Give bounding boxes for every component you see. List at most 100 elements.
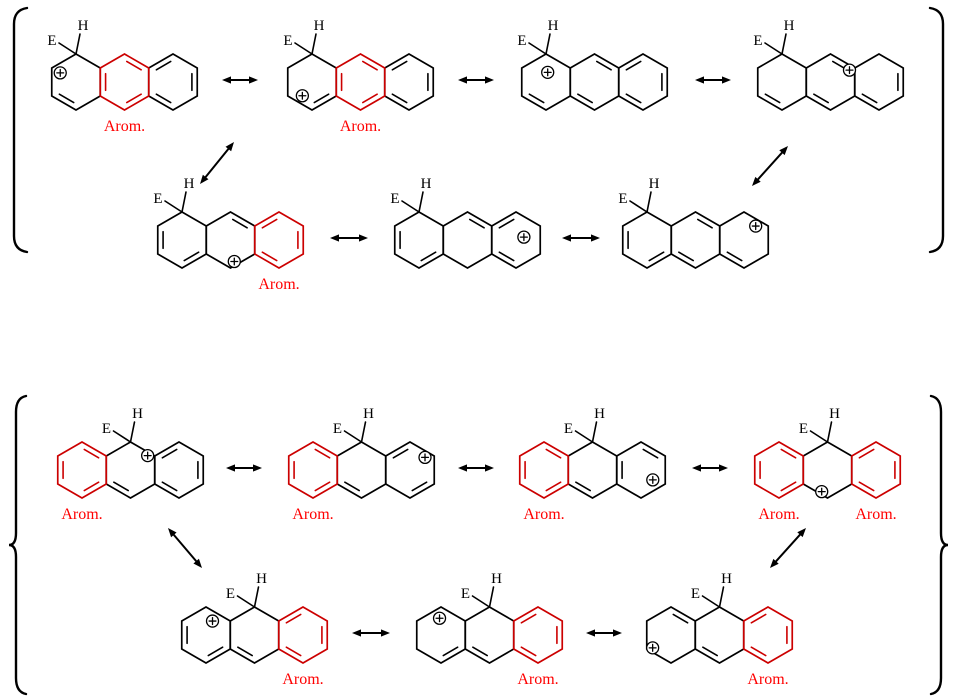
double-bond [625,93,642,104]
double-bond [861,93,878,104]
bond-to-electrophile [764,42,783,55]
arrowhead [249,76,258,84]
positive-charge-icon [541,65,555,79]
hydrogen-label: H [721,571,732,587]
positive-charge-icon [141,448,155,463]
arrowhead [613,629,622,637]
ring [156,211,208,269]
arrowhead [722,76,731,84]
hydrogen-label: H [649,176,660,192]
double-bond [261,251,278,262]
positive-charge-icon [646,641,660,655]
bond-to-electrophile [58,42,77,55]
resonance-arrow [695,76,731,84]
double-bond [595,60,612,71]
resonance-arrow [586,629,622,637]
double-bond [237,646,254,657]
resonance-structure: EH [753,18,905,111]
double-bond [520,613,537,624]
group-attack-at-c9: EHArom.EHArom.EHArom.EHArom.Arom.EHArom.… [8,394,949,696]
positive-charge-icon [432,611,447,625]
positive-charge-icon [295,89,310,103]
double-bond [545,481,562,492]
resonance-structure: EH [517,18,669,111]
arrow-shaft [172,533,198,563]
positive-charge-icon [517,230,531,244]
positive-charge-icon [418,450,432,465]
hydrogen-label: H [314,18,325,34]
ring [180,606,232,664]
double-bond [285,613,302,624]
arrow-shaft [204,147,230,179]
arrowhead [591,234,600,242]
double-bond [780,481,797,492]
resonance-structure: EH [390,176,542,269]
resonance-arrow [168,528,202,568]
aromatic-ring [277,606,329,664]
arom-label: Arom. [523,506,564,523]
bond-to-electrophile [343,430,363,443]
resonance-arrow [562,234,600,242]
bond-to-hydrogen [75,33,81,55]
arrowhead [253,464,262,472]
bond-to-electrophile [809,430,829,443]
double-bond [545,448,562,459]
double-bond [642,448,659,459]
arom-label: Arom. [292,506,333,523]
positive-charge-icon [646,473,660,487]
electrophile-label: E [153,191,162,207]
resonance-arrow [226,464,262,472]
resonance-arrow [752,146,788,186]
bond-to-hydrogen [488,586,495,608]
ring [569,53,620,111]
arrowhead [485,76,494,84]
positive-charge-icon [749,219,763,233]
electrophile-label: E [226,586,235,602]
ring [621,211,673,269]
double-bond [183,251,200,262]
bond-to-hydrogen [591,421,598,443]
curly-bracket-left [8,394,28,696]
ring [567,441,618,499]
arrowhead [381,629,390,637]
double-bond [472,646,489,657]
positive-charge-icon [53,66,67,80]
double-bond [83,448,100,459]
electrophile-label: E [333,421,342,437]
ring [520,53,572,111]
ring [147,53,199,111]
double-bond [625,60,642,71]
positive-charge-icon [205,614,220,628]
resonance-arrow [352,629,390,637]
arrowhead [752,176,761,186]
electrophile-label: E [47,33,56,49]
hydrogen-label: H [256,571,267,587]
arom-label: Arom. [855,506,896,523]
bond-to-electrophile [401,200,420,213]
ring [286,53,338,111]
ring [615,441,667,499]
bond-to-hydrogen [826,421,833,443]
ring [384,441,436,499]
electrophile-label: E [753,33,762,49]
arrowhead [352,629,361,637]
arrowhead [770,558,779,568]
arrowhead [719,464,728,472]
arrowhead [797,528,806,538]
positive-charge-icon [842,63,857,77]
aromatic-ring [253,211,305,269]
square-bracket-right [928,6,945,254]
bond-to-hydrogen [181,191,187,213]
square-bracket-left [12,6,29,254]
double-bond [161,481,178,492]
double-bond [231,218,248,229]
aromatic-ring [518,441,570,499]
double-bond [858,448,875,459]
